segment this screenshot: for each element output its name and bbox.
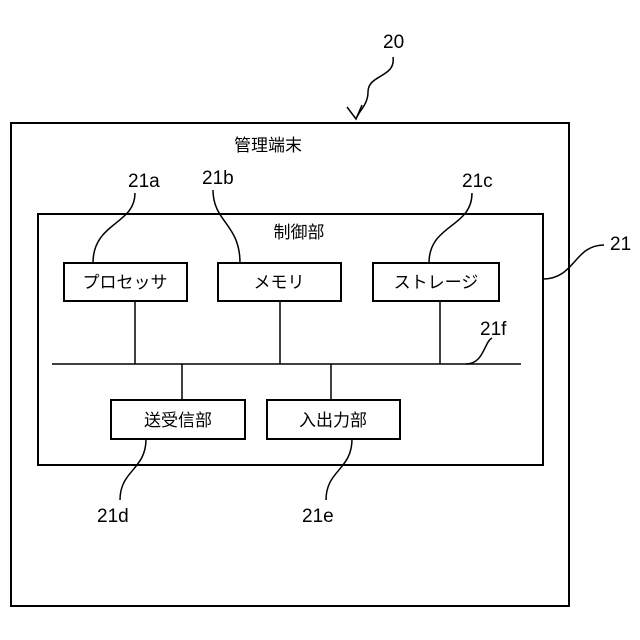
ref-21-label: 21 — [610, 234, 631, 255]
transceiver-label: 送受信部 — [144, 411, 212, 431]
control-unit-title: 制御部 — [274, 223, 325, 243]
ref-21a-label: 21a — [128, 171, 160, 192]
storage-label: ストレージ — [394, 273, 479, 293]
ref-20-leader — [357, 57, 393, 117]
processor-label: プロセッサ — [83, 273, 168, 293]
io-label: 入出力部 — [299, 411, 367, 431]
ref-21e-label: 21e — [302, 506, 334, 527]
memory-label: メモリ — [254, 273, 305, 293]
ref-20-arrowhead — [347, 105, 362, 119]
ref-21c-label: 21c — [462, 171, 493, 192]
ref-21b-label: 21b — [202, 168, 234, 189]
management-terminal-title: 管理端末 — [234, 136, 302, 156]
ref-21d-label: 21d — [97, 506, 129, 527]
ref-21f-label: 21f — [480, 319, 507, 340]
ref-20-label: 20 — [383, 32, 404, 53]
